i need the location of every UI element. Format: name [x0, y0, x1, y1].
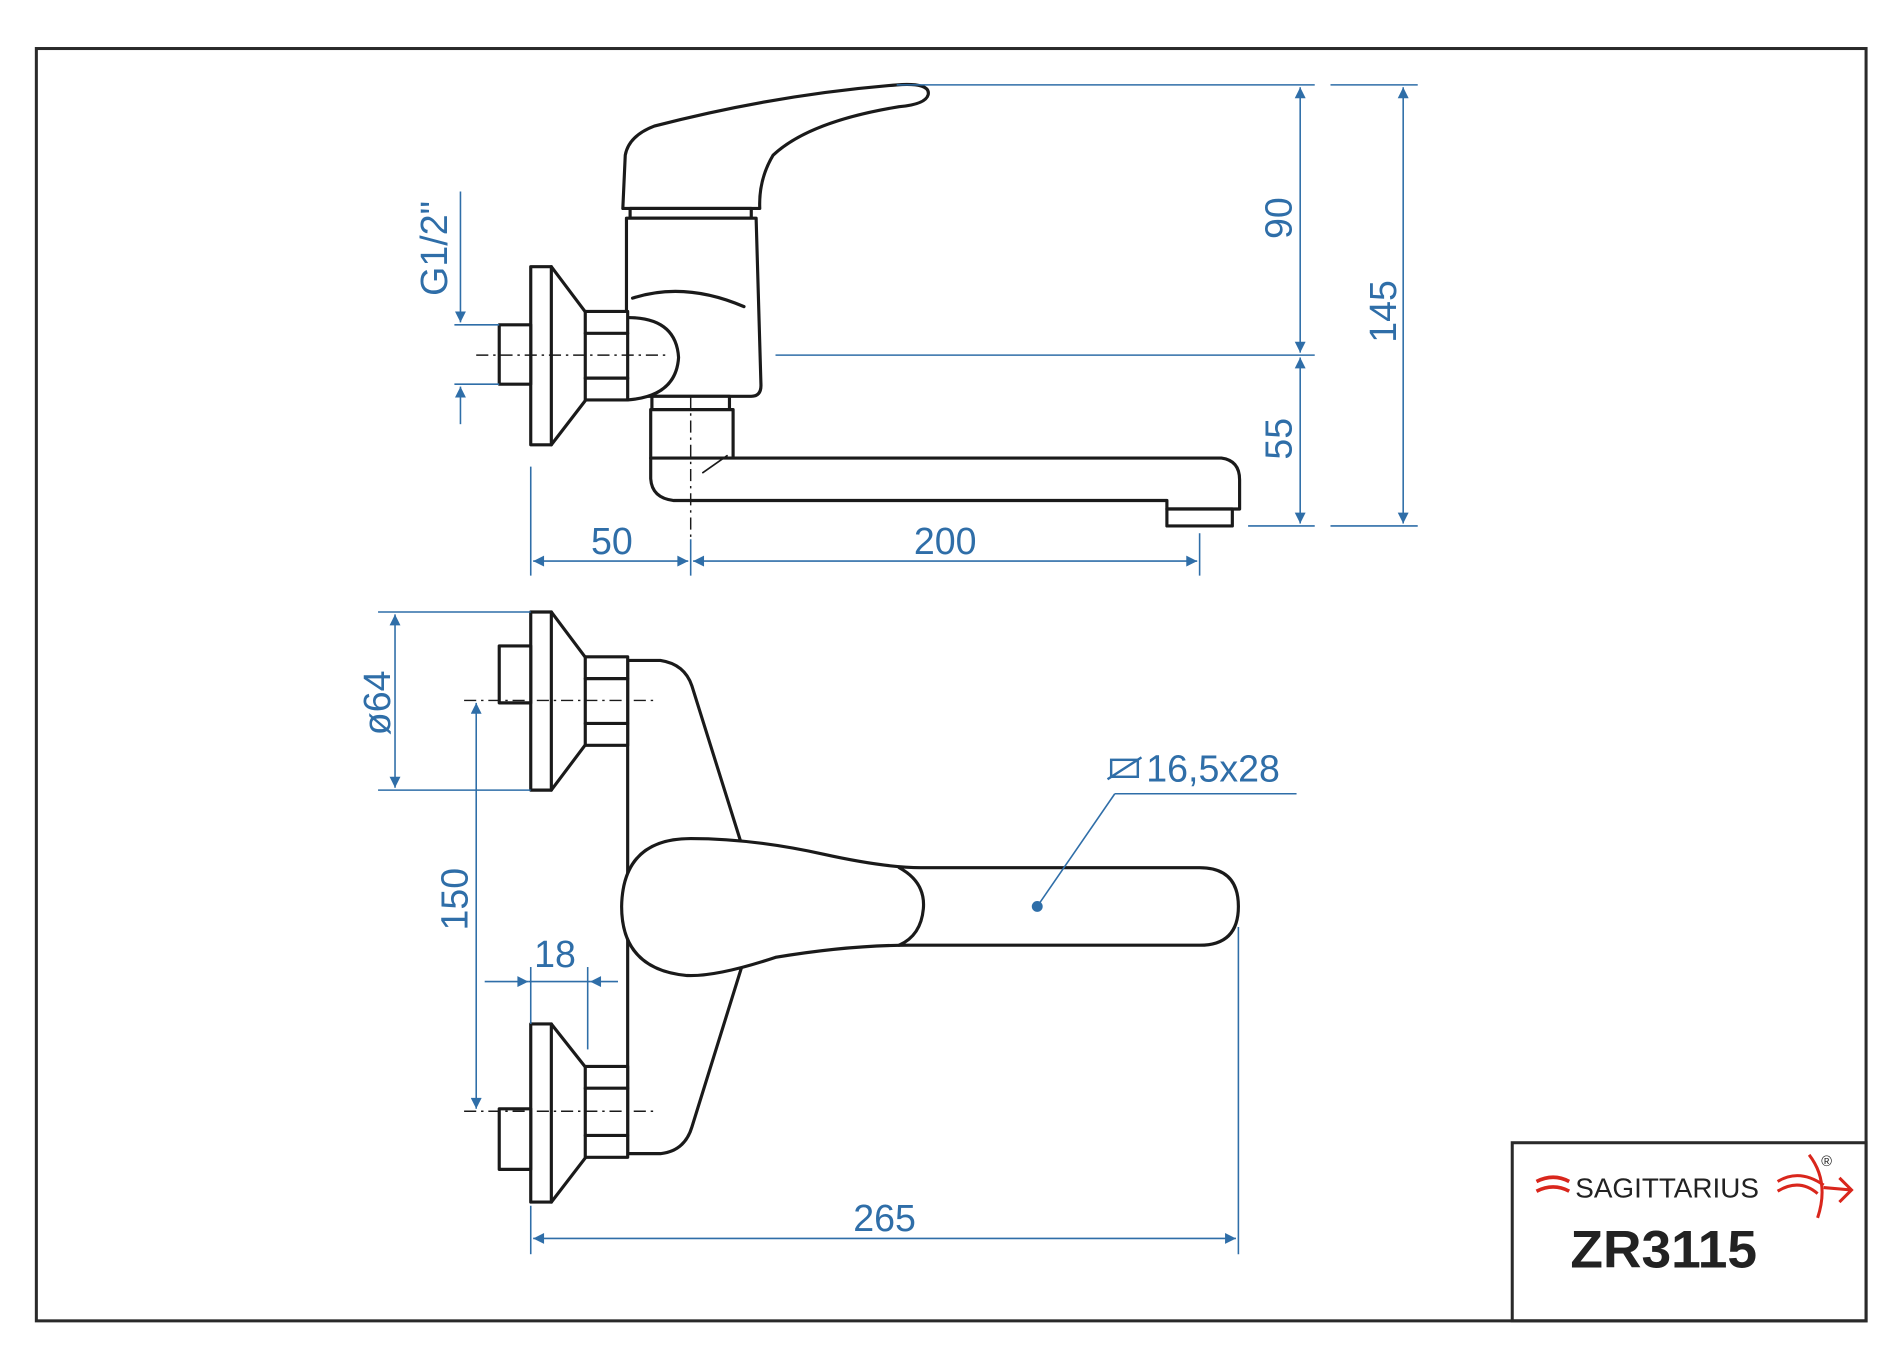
top-dimensions: 16,5x28 ø64 150 18 265	[356, 611, 1297, 1255]
title-block: SAGITTARIUS ® ZR3115	[1510, 1141, 1868, 1323]
rectangular-section-icon	[1106, 756, 1143, 781]
body-bulge	[627, 315, 681, 402]
dim-nut-width: 18	[534, 933, 576, 975]
spout	[649, 456, 1242, 511]
side-dimensions: 90 55 145 G1/2" 50 200	[413, 84, 1418, 576]
dim-wall-offset: 50	[591, 520, 633, 562]
brand-logo: SAGITTARIUS ®	[1535, 1154, 1854, 1219]
dim-spout-reach: 200	[914, 520, 977, 562]
dim-height-lower: 55	[1258, 418, 1300, 460]
lever-top	[620, 837, 1240, 978]
dim-height-upper: 90	[1258, 197, 1300, 239]
lever-handle	[621, 82, 930, 211]
registered-mark: ®	[1821, 1154, 1832, 1170]
body-contour	[630, 289, 746, 309]
drawing-frame	[34, 47, 1868, 1323]
dim-spacing: 150	[434, 868, 476, 931]
brand-name: SAGITTARIUS	[1575, 1172, 1759, 1203]
dim-height-total: 145	[1362, 280, 1404, 343]
dim-spout-section: 16,5x28	[1146, 748, 1280, 790]
side-view	[476, 82, 1242, 540]
dim-total-length: 265	[853, 1197, 916, 1239]
aerator	[1165, 507, 1234, 528]
dim-thread: G1/2"	[413, 201, 455, 296]
flange-bottom	[529, 1022, 590, 1204]
top-view	[464, 610, 1240, 1204]
dim-flange-diameter: ø64	[356, 671, 398, 736]
model-number: ZR3115	[1570, 1221, 1757, 1280]
